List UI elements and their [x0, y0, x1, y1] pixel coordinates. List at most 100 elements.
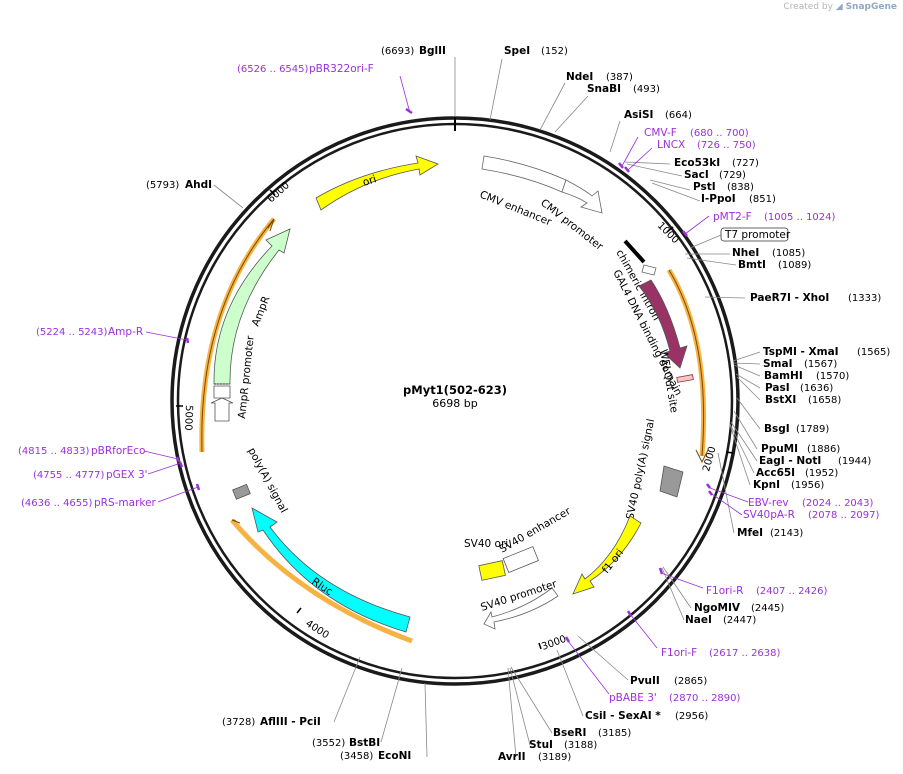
- sv40-enhancer-feature[interactable]: [502, 546, 539, 574]
- rluc-highlight-head: [231, 519, 241, 524]
- enzyme-ndei[interactable]: NdeI: [566, 71, 593, 83]
- enzyme-ahdi[interactable]: AhdI: [185, 179, 212, 191]
- enzyme-nhei[interactable]: NheI: [732, 247, 759, 259]
- sv40-polya-signal-feature[interactable]: [659, 465, 684, 498]
- primer-pmt2-f[interactable]: pMT2-F: [713, 211, 752, 223]
- rluc-feature[interactable]: [251, 507, 411, 633]
- enzyme-csii-sexai[interactable]: CsiI - SexAI *: [585, 710, 661, 722]
- enzyme-eagi-noti[interactable]: EagI - NotI: [759, 455, 821, 467]
- tick-mark-6000: [269, 189, 276, 196]
- primer-pbabe-3[interactable]: pBABE 3': [609, 692, 657, 704]
- primer-sv40pa-r[interactable]: SV40pA-R: [743, 509, 795, 521]
- enzyme-snabi[interactable]: SnaBI: [587, 83, 621, 95]
- ori-feature[interactable]: [315, 155, 439, 211]
- enzyme-ngomiv[interactable]: NgoMIV: [694, 602, 741, 614]
- polya-signal-feature[interactable]: [232, 483, 251, 500]
- attribution-brand: SnapGene: [845, 2, 897, 12]
- small-feature-marker: [641, 264, 657, 276]
- enzyme-psti[interactable]: PstI: [693, 181, 716, 193]
- cmv-promoter-feature[interactable]: [561, 179, 603, 214]
- enzyme-pvuii[interactable]: PvuII: [630, 675, 660, 687]
- enzyme-pasi[interactable]: PasI: [765, 382, 790, 394]
- primer-amp-r[interactable]: Amp-R: [108, 326, 143, 338]
- enzyme-labels: (6693) BglII SpeI (152) NdeI (387) SnaBI…: [146, 45, 890, 763]
- enzyme-kpni[interactable]: KpnI: [753, 479, 780, 491]
- enzyme-stui[interactable]: StuI: [529, 739, 553, 751]
- tick-label-6000: 6000: [266, 180, 292, 205]
- enzyme-tspmi-xmai[interactable]: TspMI - XmaI: [763, 346, 839, 358]
- enzyme-pos-paer7i-xhoi: (1333): [848, 293, 881, 304]
- enzyme-bstxi[interactable]: BstXI: [765, 394, 796, 406]
- polya-signal-label: poly(A) signal: [245, 446, 289, 515]
- f1-ori-feature[interactable]: [572, 515, 642, 595]
- ori-label: ori: [361, 173, 378, 189]
- primer-f1ori-f[interactable]: F1ori-F: [661, 647, 697, 659]
- enzyme-bsgi[interactable]: BsgI: [764, 423, 790, 435]
- enzyme-bstbi[interactable]: BstBI: [349, 737, 380, 749]
- primer-prs-marker[interactable]: pRS-marker: [94, 497, 157, 509]
- enzyme-bseri[interactable]: BseRI: [553, 727, 586, 739]
- ampr-feature[interactable]: [213, 228, 291, 385]
- enzyme-econi[interactable]: EcoNI: [378, 750, 411, 762]
- ampr-label: AmpR: [250, 295, 273, 329]
- primer-labels: (6526 .. 6545) pBR322ori-F CMV-F (680 ..…: [18, 63, 880, 704]
- tick-mark-4000: [296, 607, 302, 614]
- primer-f1ori-r[interactable]: F1ori-R: [706, 585, 743, 597]
- enzyme-pos-tspmi-xmai: (1565): [857, 347, 890, 358]
- enzyme-pos-ppumi: (1886): [807, 444, 840, 455]
- enzyme-afliii-pcii[interactable]: AflIII - PciI: [260, 716, 321, 728]
- orange-highlight-rluc: [230, 518, 413, 644]
- primer-pos-lncx: (726 .. 750): [697, 140, 756, 151]
- enzyme-pos-i-ppoi: (851): [749, 194, 776, 205]
- enzyme-pos-bglii: (6693): [381, 46, 414, 57]
- enzyme-pos-pvuii: (2865): [674, 676, 707, 687]
- primer-pbr322ori-f[interactable]: pBR322ori-F: [309, 63, 374, 75]
- primer-pos-f1ori-r: (2407 .. 2426): [756, 586, 828, 597]
- enzyme-smai[interactable]: SmaI: [763, 358, 793, 370]
- enzyme-mfei[interactable]: MfeI: [737, 527, 763, 539]
- plasmid-name: pMyt1(502-623): [403, 383, 507, 397]
- enzyme-pos-asisi: (664): [665, 110, 692, 121]
- welqut-site-feature[interactable]: [676, 374, 694, 383]
- primer-pos-cmv-f: (680 .. 700): [690, 128, 749, 139]
- primer-cmv-f[interactable]: CMV-F: [644, 127, 677, 139]
- sv40-promoter-feature[interactable]: [483, 587, 559, 630]
- tick-label-3000: 3000: [540, 634, 568, 653]
- enzyme-eco53ki[interactable]: Eco53kI: [674, 157, 720, 169]
- primer-pbrforeco[interactable]: pBRforEco: [91, 445, 145, 457]
- enzyme-i-ppoi[interactable]: I-PpoI: [701, 193, 736, 205]
- primer-pgex-3[interactable]: pGEX 3': [106, 469, 148, 481]
- chimeric-intron-feature[interactable]: [623, 239, 646, 264]
- ampr-promoter-arrow[interactable]: [210, 397, 234, 422]
- sv40-ori-feature[interactable]: [478, 560, 506, 581]
- cmv-enhancer-feature[interactable]: [481, 155, 567, 193]
- ampr-highlight-head: [267, 218, 275, 232]
- enzyme-bamhi[interactable]: BamHI: [764, 370, 803, 382]
- enzyme-bglii[interactable]: BglII: [419, 45, 446, 57]
- primer-ebv-rev[interactable]: EBV-rev: [748, 497, 789, 509]
- enzyme-acc65i[interactable]: Acc65I: [756, 467, 795, 479]
- enzyme-bmti[interactable]: BmtI: [738, 259, 766, 271]
- enzyme-avrii[interactable]: AvrII: [498, 751, 526, 763]
- enzyme-spei[interactable]: SpeI: [504, 45, 530, 57]
- primer-pos-sv40pa-r: (2078 .. 2097): [808, 510, 880, 521]
- primer-pos-pbabe-3: (2870 .. 2890): [669, 693, 741, 704]
- enzyme-pos-csii-sexai: (2956): [675, 711, 708, 722]
- gal4-feature[interactable]: [638, 279, 688, 369]
- enzyme-pos-bstbi: (3552): [312, 738, 345, 749]
- enzyme-pos-eagi-noti: (1944): [838, 456, 871, 467]
- tick-mark-2000: [725, 451, 734, 454]
- enzyme-naei[interactable]: NaeI: [685, 614, 712, 626]
- primer-pos-prs-marker: (4636 .. 4655): [21, 498, 93, 509]
- orange-highlight-right-core: [668, 269, 705, 457]
- ampr-promoter-feature[interactable]: [213, 385, 231, 399]
- primer-pos-ebv-rev: (2024 .. 2043): [802, 498, 874, 509]
- primer-pos-pbrforeco: (4815 .. 4833): [18, 446, 90, 457]
- t7-promoter-leader: [689, 234, 722, 249]
- enzyme-saci[interactable]: SacI: [684, 169, 709, 181]
- primer-lncx[interactable]: LNCX: [657, 139, 685, 151]
- t7-promoter-box[interactable]: [720, 227, 789, 242]
- enzyme-paer7i-xhoi[interactable]: PaeR7I - XhoI: [750, 292, 829, 304]
- enzyme-ppumi[interactable]: PpuMI: [761, 443, 798, 455]
- enzyme-asisi[interactable]: AsiSI: [624, 109, 653, 121]
